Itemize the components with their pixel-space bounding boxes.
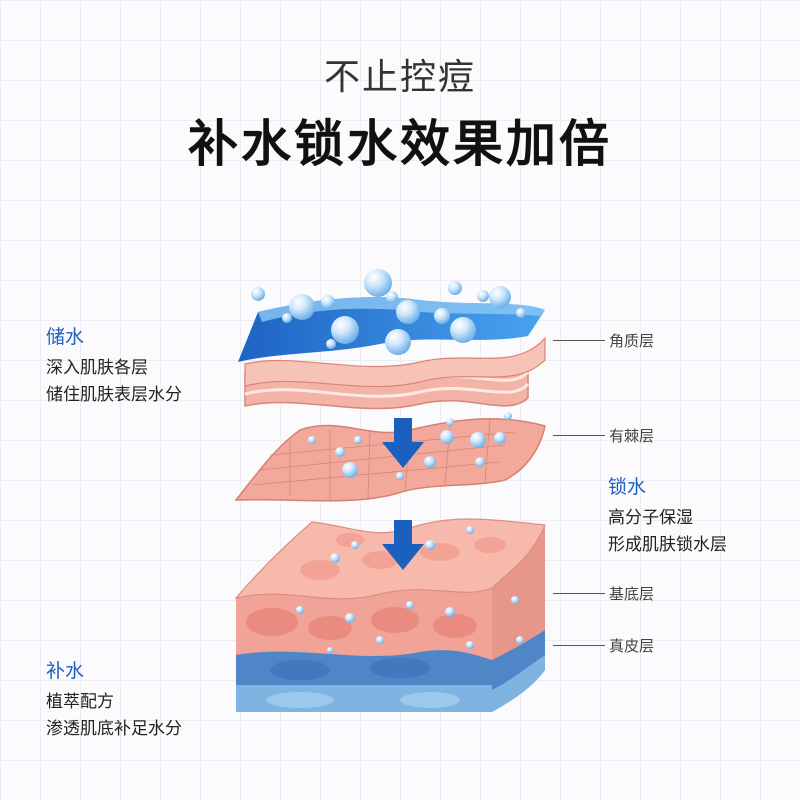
hydrate-line-1: 植萃配方 (46, 692, 114, 712)
hydrate-callout: 补水 植萃配方 渗透肌底补足水分 (46, 656, 182, 743)
down-arrow-2 (382, 520, 424, 570)
leader-line-spinous (553, 435, 605, 436)
lock-callout: 锁水 高分子保湿 形成肌肤锁水层 (608, 472, 727, 559)
page-title: 补水锁水效果加倍 (188, 115, 612, 173)
lock-line-1: 高分子保湿 (608, 508, 693, 528)
layer-label-dermis: 真皮层 (609, 637, 655, 655)
lock-line-2: 形成肌肤锁水层 (608, 535, 727, 555)
storage-line-1: 深入肌肤各层 (46, 358, 148, 378)
subtitle: 不止控痘 (323, 57, 476, 98)
spinous-layer (234, 412, 546, 502)
stratum-corneum-layer (238, 269, 546, 410)
leader-line-dermis (553, 645, 605, 646)
leader-line-basal (553, 593, 605, 594)
storage-line-2: 储住肌肤表层水分 (46, 385, 182, 405)
hydrate-heading: 补水 (46, 660, 85, 682)
hydrate-line-2: 渗透肌底补足水分 (46, 719, 182, 739)
layer-label-basal: 基底层 (609, 585, 655, 603)
storage-callout: 储水 深入肌肤各层 储住肌肤表层水分 (46, 322, 182, 409)
basal-dermis-block (234, 518, 546, 712)
storage-heading: 储水 (46, 326, 85, 348)
layer-label-spinous: 有棘层 (609, 427, 655, 445)
leader-line-stratum-corneum (553, 340, 605, 341)
lock-heading: 锁水 (608, 476, 647, 498)
layer-label-stratum-corneum: 角质层 (609, 332, 655, 350)
down-arrow-1 (382, 418, 424, 468)
